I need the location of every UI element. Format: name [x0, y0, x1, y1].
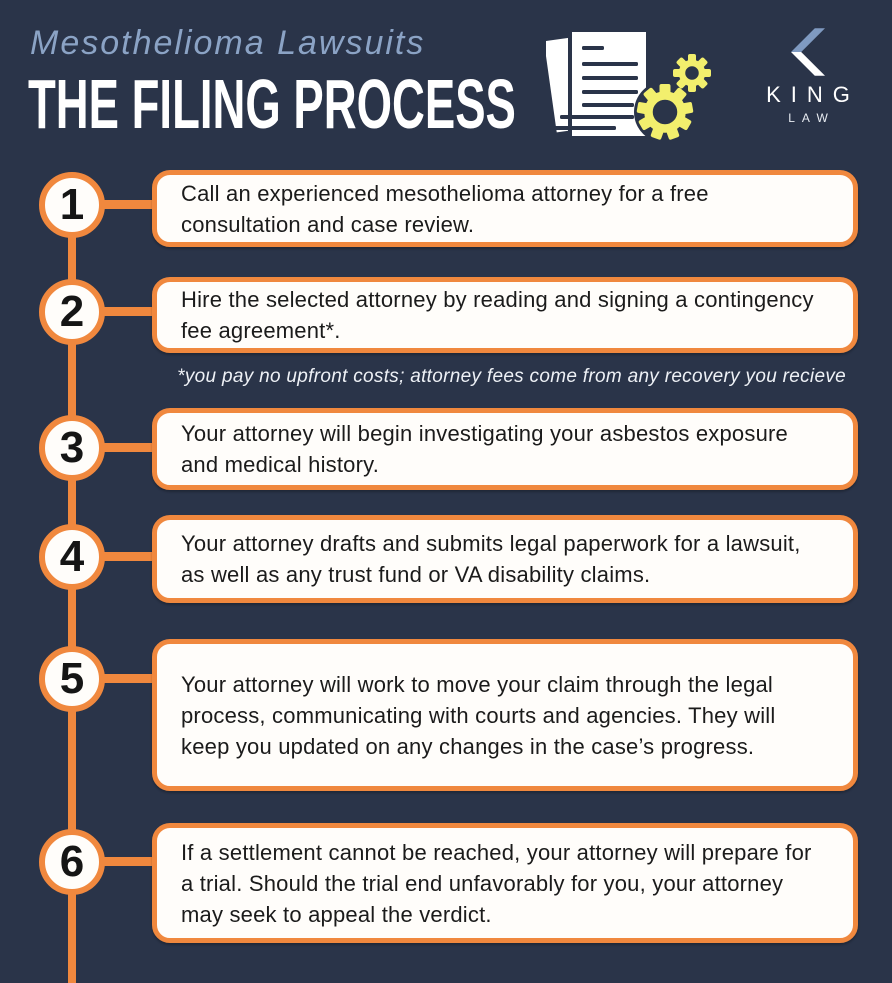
step-5-number-circle: 5: [39, 646, 105, 712]
step-2-connector: [100, 307, 156, 316]
step-4-number-circle: 4: [39, 524, 105, 590]
step-2-number-circle: 2: [39, 279, 105, 345]
step-text: Your attorney will work to move your cla…: [181, 671, 776, 759]
step-text: Your attorney will begin investigating y…: [181, 421, 788, 477]
step-1-connector: [100, 200, 156, 209]
step-number: 3: [59, 423, 85, 472]
step-3-connector: [100, 443, 156, 452]
step-6-number-circle: 6: [39, 829, 105, 895]
small-gear-icon: [673, 54, 711, 92]
step-number: 6: [59, 837, 85, 886]
step-number: 1: [59, 180, 85, 229]
step-1-card: Call an experienced mesothelioma attorne…: [152, 170, 858, 247]
step-6-card: If a settlement cannot be reached, your …: [152, 823, 858, 943]
step-number: 4: [59, 532, 85, 581]
step-3-number-circle: 3: [39, 415, 105, 481]
king-law-logo: KING LAW: [744, 28, 872, 125]
step-number: 5: [59, 654, 85, 703]
step-4-card: Your attorney drafts and submits legal p…: [152, 515, 858, 603]
page-subtitle: Mesothelioma Lawsuits: [30, 24, 426, 62]
contingency-footnote: *you pay no upfront costs; attorney fees…: [177, 366, 846, 387]
logo-name: KING: [766, 82, 860, 107]
step-6-connector: [100, 857, 156, 866]
step-text: Your attorney drafts and submits legal p…: [181, 531, 801, 587]
documents-and-gears-icon: [546, 28, 712, 142]
step-4-connector: [100, 552, 156, 561]
step-text: If a settlement cannot be reached, your …: [181, 839, 812, 927]
logo-sub: LAW: [788, 111, 835, 125]
step-3-card: Your attorney will begin investigating y…: [152, 408, 858, 490]
timeline-line: [68, 205, 76, 983]
step-text: Call an experienced mesothelioma attorne…: [181, 180, 709, 237]
step-5-card: Your attorney will work to move your cla…: [152, 639, 858, 791]
step-2-card: Hire the selected attorney by reading an…: [152, 277, 858, 353]
step-number: 2: [59, 287, 85, 336]
step-1-number-circle: 1: [39, 172, 105, 238]
page-title: THE FILING PROCESS: [28, 65, 516, 143]
step-text: Hire the selected attorney by reading an…: [181, 287, 814, 343]
step-5-connector: [100, 674, 156, 683]
large-gear-icon: [636, 84, 694, 140]
king-chevron-icon: [791, 28, 825, 76]
